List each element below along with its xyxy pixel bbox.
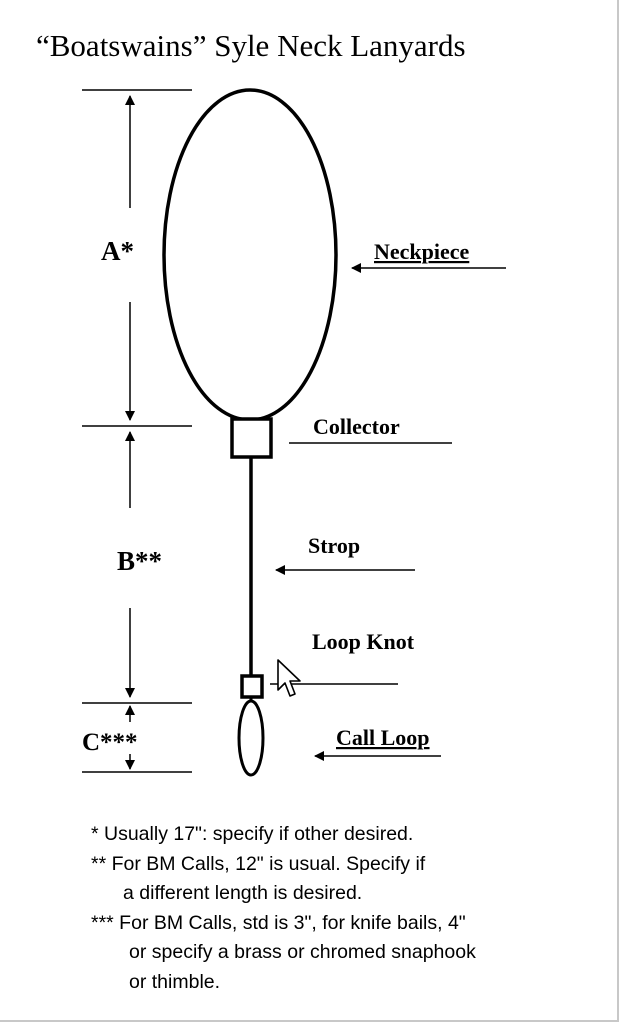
neckpiece-loop [162, 88, 338, 422]
dimension-a-label: A* [101, 236, 134, 266]
neckpiece-label: Neckpiece [374, 239, 470, 264]
lanyard-diagram: A* B** C*** Neckpiece Collector Strop Lo… [82, 88, 506, 777]
dimension-b-label: B** [117, 546, 162, 576]
page-title: “Boatswains” Syle Neck Lanyards [36, 28, 466, 63]
collector-label: Collector [313, 414, 400, 439]
footnote-b-continued: a different length is desired. [123, 882, 363, 904]
strop-label: Strop [308, 533, 360, 558]
footnote-c-continued-2: or thimble. [129, 970, 221, 993]
loop-knot-square [240, 674, 264, 699]
dimension-c-label: C*** [82, 729, 138, 756]
loop-knot-label: Loop Knot [312, 629, 415, 654]
footnotes: * Usually 17": specify if other desired.… [91, 820, 591, 997]
call-loop [237, 699, 265, 777]
footnote-c: *** For BM Calls, std is 3", for knife b… [91, 911, 466, 934]
footnote-a: * Usually 17": specify if other desired. [91, 823, 414, 845]
mouse-pointer-icon [277, 659, 301, 697]
collector-square [230, 417, 273, 459]
footnote-c-continued: or specify a brass or chromed snaphook [129, 941, 476, 963]
call-loop-label: Call Loop [336, 725, 430, 750]
footnote-b: ** For BM Calls, 12" is usual. Specify i… [91, 852, 426, 875]
